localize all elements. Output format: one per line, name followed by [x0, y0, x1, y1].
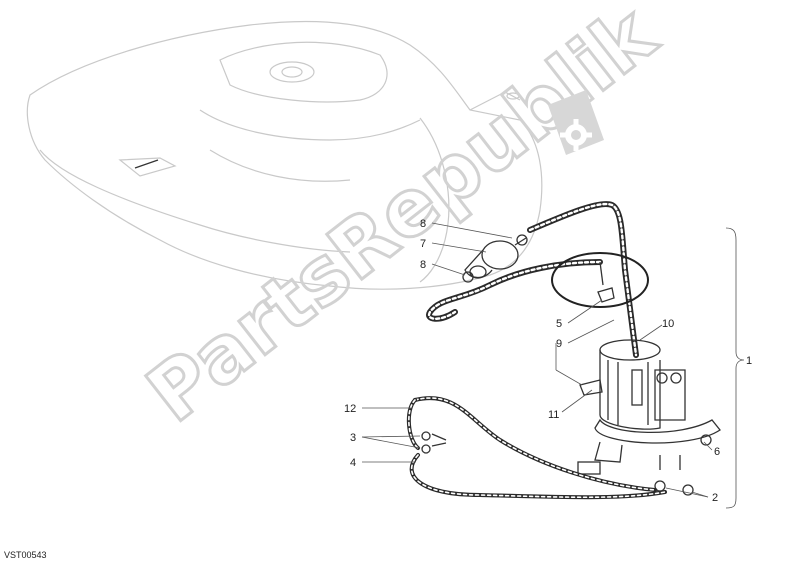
fuel-filter	[462, 234, 528, 283]
callout-12: 12	[344, 403, 356, 415]
callout-9: 9	[556, 338, 562, 350]
seal-ring	[551, 252, 649, 308]
callout-5: 5	[556, 318, 562, 330]
callout-7: 7	[420, 238, 426, 250]
callout-10: 10	[662, 318, 674, 330]
callout-1: 1	[746, 355, 752, 367]
callout-3: 3	[350, 432, 356, 444]
drawing-code: VST00543	[4, 550, 47, 560]
gear-icon	[548, 90, 604, 155]
leader-lines	[361, 222, 745, 509]
callout-2: 2	[712, 492, 718, 504]
callout-6: 6	[714, 446, 720, 458]
fuel-tank	[26, 20, 543, 290]
callout-8-top: 8	[420, 218, 426, 230]
watermark-text: PartsRepublik	[131, 0, 673, 440]
fuel-hoses	[426, 201, 639, 358]
callout-4: 4	[350, 457, 356, 469]
watermark: PartsRepublik	[130, 0, 675, 441]
drain-hoses	[406, 396, 667, 500]
callout-11: 11	[548, 409, 559, 421]
fuel-pump	[577, 339, 721, 496]
callout-labels: 1 2 3 4 5 6 7 8 8 9 10 11 12 VST00543	[4, 218, 752, 560]
callout-8-bottom: 8	[420, 259, 426, 271]
